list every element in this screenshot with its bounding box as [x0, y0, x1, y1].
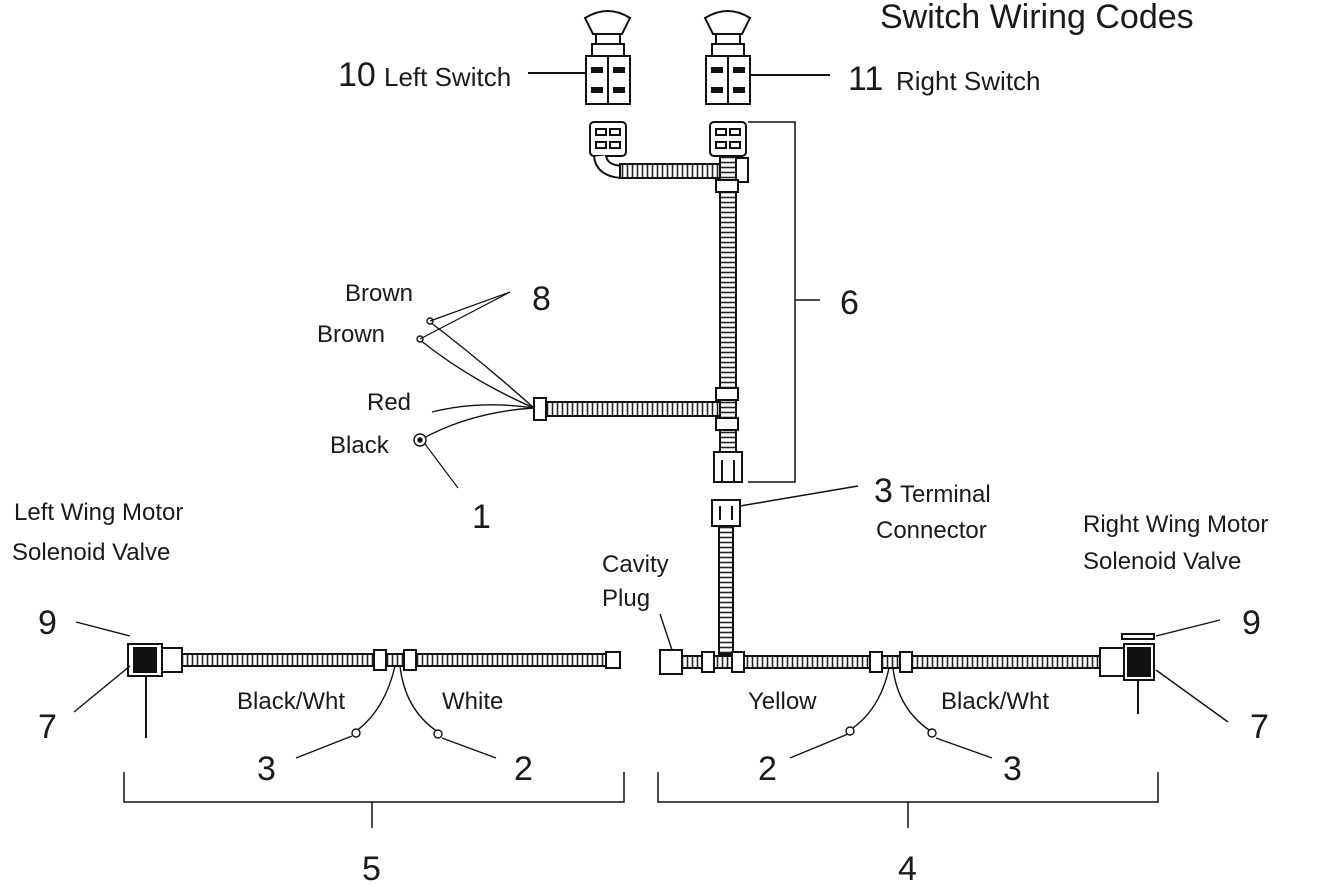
left-switch [583, 10, 632, 105]
terminal-label-line1: Terminal [900, 481, 991, 508]
right-solenoid-valve [1099, 633, 1155, 714]
switch-harness [533, 121, 749, 483]
right-switch [703, 10, 752, 105]
cavity-plug-label-line1: Cavity [602, 551, 669, 578]
right-callout-3: 3 [1003, 750, 1022, 788]
left-wire-label-white: White [442, 688, 503, 715]
left-wire-label-black-wht: Black/Wht [237, 688, 345, 715]
wire-label-brown-top: Brown [345, 280, 413, 307]
cavity-plug [659, 649, 683, 675]
wire-label-brown-bottom: Brown [317, 321, 385, 348]
callout-1: 1 [472, 498, 491, 536]
wire-label-black: Black [330, 432, 390, 459]
right-wire-label-yellow: Yellow [748, 688, 817, 715]
left-valve-label-line1: Left Wing Motor [14, 499, 183, 526]
right-callout-7: 7 [1250, 708, 1269, 746]
left-callout-2: 2 [514, 750, 533, 788]
right-callout-9: 9 [1242, 604, 1261, 642]
right-switch-number: 11 [848, 60, 883, 98]
right-valve-label-line2: Solenoid Valve [1083, 548, 1241, 575]
wire-label-red: Red [367, 389, 411, 416]
left-valve-label-line2: Solenoid Valve [12, 539, 170, 566]
terminal-connector [711, 499, 741, 655]
callout-6: 6 [840, 284, 859, 322]
right-wire-label-black-wht: Black/Wht [941, 688, 1049, 715]
terminal-label-line2: Connector [876, 517, 987, 544]
left-solenoid-valve [127, 643, 183, 738]
cavity-plug-label-line2: Plug [602, 585, 650, 612]
right-callout-2: 2 [758, 750, 777, 788]
callout-4: 4 [898, 850, 917, 886]
left-switch-number: 10 [338, 56, 376, 94]
left-callout-7: 7 [38, 708, 57, 746]
right-switch-label: Right Switch [896, 66, 1041, 96]
loose-wires [413, 317, 535, 447]
left-callout-9: 9 [38, 604, 57, 642]
left-callout-3: 3 [257, 750, 276, 788]
callout-8: 8 [532, 280, 551, 318]
callout-5: 5 [362, 850, 381, 886]
left-valve-harness [181, 649, 621, 739]
right-valve-label-line1: Right Wing Motor [1083, 511, 1268, 538]
callout-3-terminal: 3 [874, 472, 893, 510]
diagram-title: Switch Wiring Codes [880, 0, 1194, 36]
left-switch-label: Left Switch [384, 62, 511, 92]
